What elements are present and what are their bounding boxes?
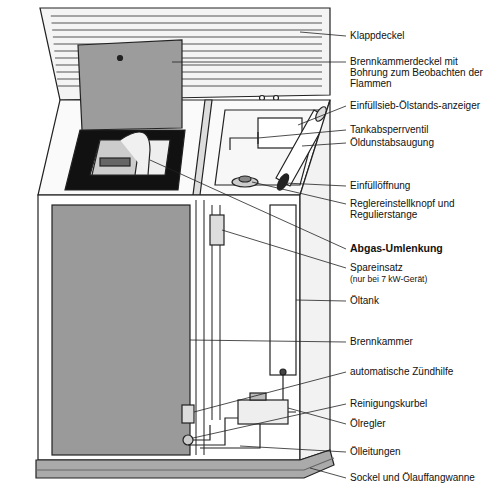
- leader-line: [222, 230, 346, 268]
- part-label: Reinigungskurbel: [350, 398, 496, 409]
- part-label: Einfüllsieb-Ölstands-anzeiger: [350, 100, 496, 111]
- leader-line: [300, 32, 346, 36]
- tank-line: [282, 375, 283, 400]
- part-label: Brennkammer: [350, 336, 496, 347]
- leader-line: [258, 130, 346, 138]
- part-label: Öltank: [350, 295, 496, 306]
- part-label: automatische Zündhilfe: [350, 366, 496, 377]
- burner-opening: [65, 130, 185, 190]
- leader-line: [252, 182, 346, 204]
- leader-line: [285, 183, 346, 186]
- leader-line: [194, 372, 346, 412]
- louver: [53, 37, 322, 38]
- part-label: Öldunstabsaugung: [350, 137, 496, 148]
- oil-regulator: [238, 400, 288, 424]
- part-label: Klappdeckel: [350, 30, 496, 41]
- base-tray: [36, 450, 334, 478]
- louver: [52, 23, 323, 24]
- leader-line: [288, 408, 346, 424]
- louver: [52, 30, 322, 31]
- ignition-aid: [182, 405, 194, 423]
- part-label: Spareinsatz: [350, 262, 496, 273]
- side-face: [300, 100, 330, 460]
- leader-line: [302, 143, 346, 146]
- leader-line: [296, 300, 346, 301]
- part-label: (nur bei 7 kW-Gerät): [350, 274, 496, 284]
- regulator-knob-top: [239, 176, 251, 182]
- exhaust-baffle: [120, 132, 150, 175]
- leader-line: [193, 404, 346, 438]
- part-label: Ölregler: [350, 418, 496, 429]
- tap-pipe: [230, 132, 258, 150]
- combustion-chamber-panel: [52, 205, 190, 455]
- burner-pot: [100, 158, 130, 166]
- oil-lines: [188, 412, 296, 448]
- leader-line: [150, 160, 346, 249]
- oil-tank: [270, 205, 296, 375]
- cover-hole: [118, 56, 123, 61]
- part-label: Brennkammerdeckel mit Bohrung zum Beobac…: [350, 56, 496, 89]
- base-edge: [36, 458, 334, 470]
- louver: [51, 16, 322, 17]
- part-label: Abgas-Umlenkung: [350, 243, 496, 254]
- leader-line: [190, 340, 346, 342]
- part-label: Sockel und Ölauffangwanne: [350, 472, 496, 483]
- tank-valve: [280, 369, 286, 375]
- front-frame: [38, 195, 300, 460]
- leader-line: [172, 62, 346, 63]
- part-label: Tankabsperrventil: [350, 124, 496, 135]
- part-label: Reglereinstellknopf und Regulierstange: [350, 198, 496, 220]
- regulator-knob: [232, 177, 258, 187]
- spare-insert: [210, 215, 224, 245]
- part-label: Einfüllöffnung: [350, 180, 496, 191]
- burner-cover: [78, 40, 182, 130]
- cleaning-crank: [183, 435, 193, 445]
- leader-line: [310, 468, 346, 478]
- leader-line: [240, 446, 346, 452]
- leader-line: [298, 106, 346, 125]
- part-label: Ölleitungen: [350, 446, 496, 457]
